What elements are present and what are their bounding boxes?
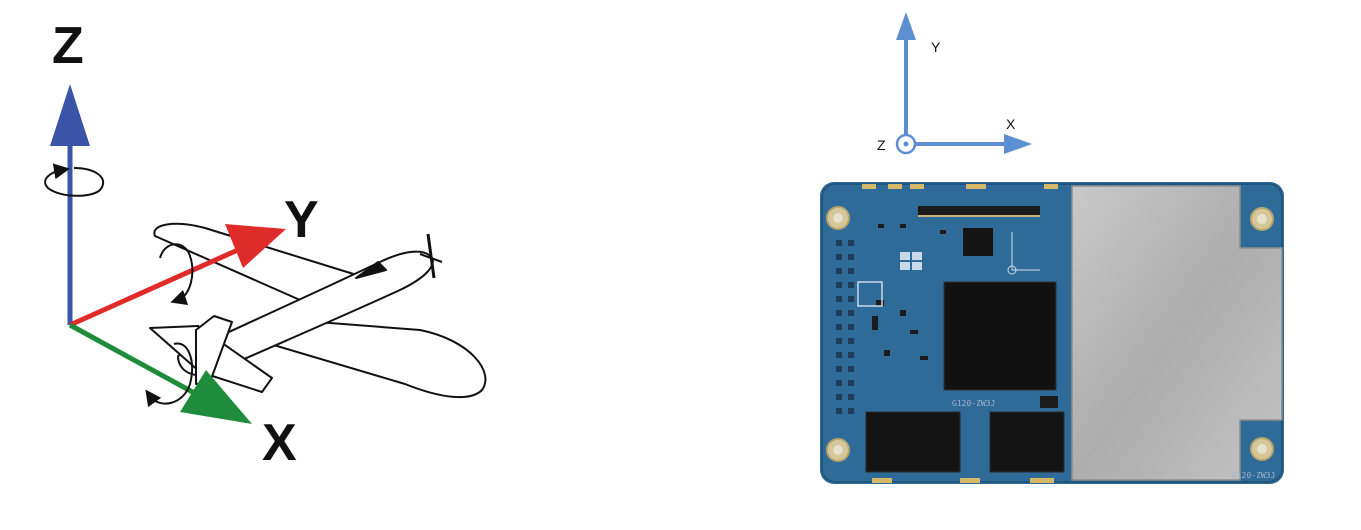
memory-chip-left [866,412,960,472]
main-processor-chip [944,282,1056,390]
pcb-board: G120-ZW3J G120-ZW3J [820,182,1284,484]
z-axis-label: Z [52,17,84,75]
chip-marking-edge: G120-ZW3J [1232,471,1275,480]
board-y-axis-label: Y [931,39,941,55]
imu-chip [963,228,993,256]
board-y-axis-arrowhead [896,12,916,40]
board-z-axis-label: Z [877,137,886,153]
board-z-axis-dot [904,142,909,147]
y-axis-line [70,249,240,325]
z-axis-arrowhead [50,84,90,146]
top-connector [918,206,1040,216]
rotation-arrow-icon [45,168,192,404]
aircraft-frame: Z Y X [45,17,485,472]
board-x-axis-label: X [1006,116,1016,132]
airplane-icon [150,224,485,397]
board-axes: Y X Z [877,12,1032,154]
y-axis-label: Y [284,191,319,249]
memory-chip-right [990,412,1064,472]
board-frame: Y X Z [820,12,1284,484]
x-axis-label: X [262,414,297,472]
chip-marking-center: G120-ZW3J [952,399,995,408]
board-x-axis-arrowhead [1004,134,1032,154]
